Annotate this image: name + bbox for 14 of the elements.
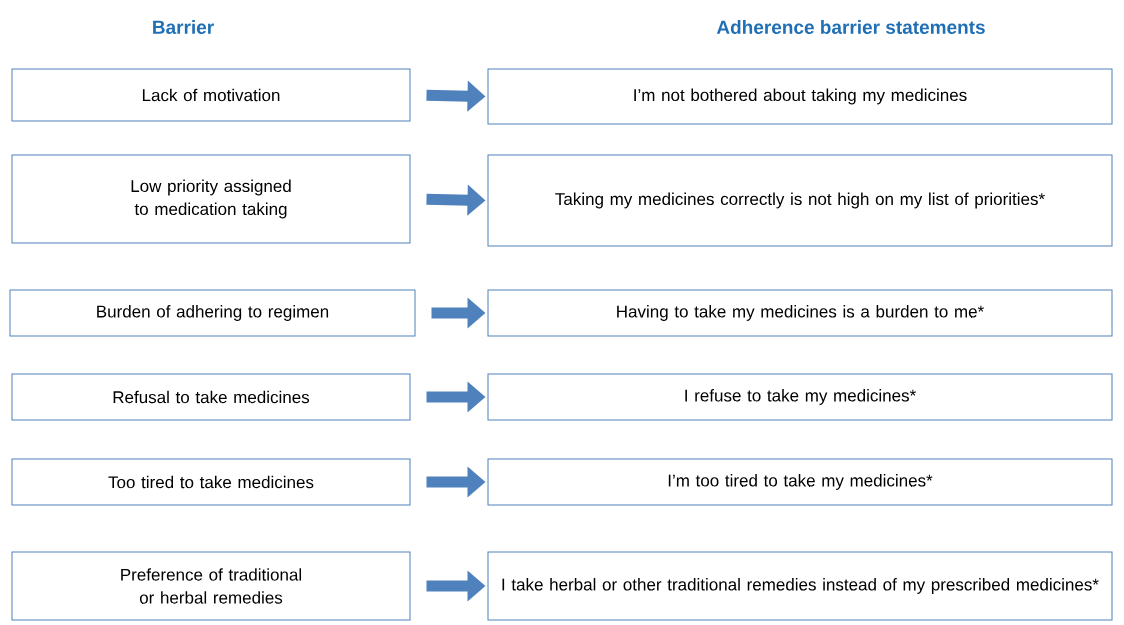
text-box: I refuse to take my medicines* bbox=[487, 373, 1113, 421]
text-box: Refusal to take medicines bbox=[11, 373, 411, 421]
text-box: Lack of motivation bbox=[11, 68, 411, 122]
text-box: Having to take my medicines is a burden to me* bbox=[487, 289, 1113, 337]
text-box: Too tired to take medicines bbox=[11, 458, 411, 506]
text-box: Burden of adhering to regimen bbox=[9, 289, 416, 337]
text-box: I’m not bothered about taking my medicines bbox=[487, 68, 1113, 125]
column-header: Barrier bbox=[153, 20, 214, 34]
text-box: I take herbal or other traditional remedies instead of my prescribed medicines* bbox=[487, 551, 1113, 621]
text-box: I’m too tired to take my medicines* bbox=[487, 458, 1113, 506]
text-box: Taking my medicines correctly is not high on my list of priorities* bbox=[487, 154, 1113, 247]
text-box: Preference of traditional or herbal remedies bbox=[11, 551, 411, 621]
column-header: Adherence barrier statements bbox=[716, 20, 985, 34]
text-box: Low priority assigned to medication taking bbox=[11, 154, 411, 244]
